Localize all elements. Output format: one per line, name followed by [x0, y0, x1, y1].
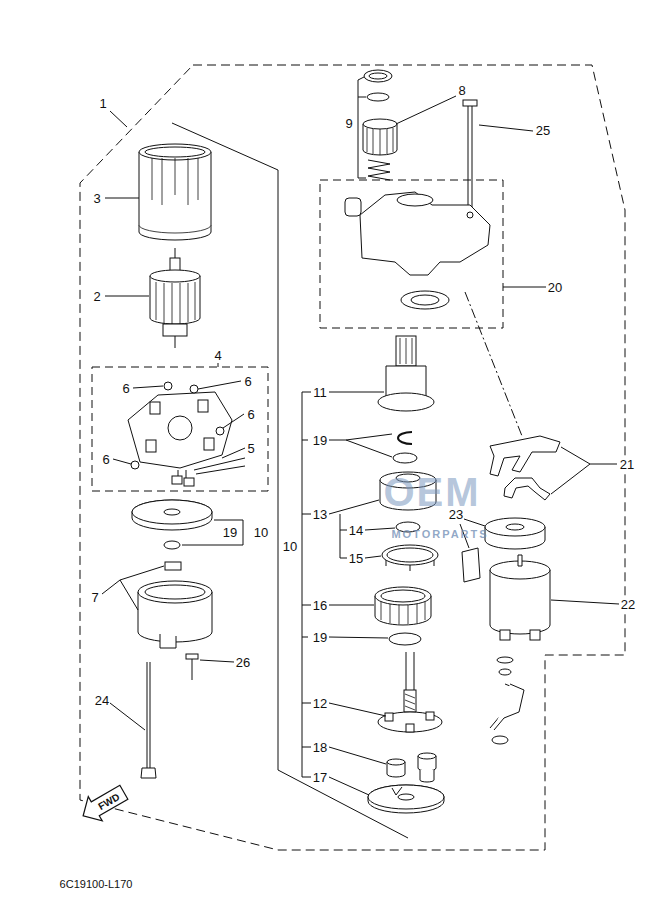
group-bracket [182, 520, 243, 545]
callout-number: 6 [102, 453, 109, 466]
washer [393, 453, 417, 463]
leader-line [329, 392, 384, 393]
callout-number: 10 [254, 526, 268, 539]
leader-line [329, 605, 374, 606]
washer [389, 633, 421, 645]
callout-number: 19 [313, 631, 327, 644]
callout-number: 17 [313, 771, 327, 784]
callout-number: 18 [313, 741, 327, 754]
callout-number: 6 [244, 375, 251, 388]
callout-number: 2 [93, 290, 100, 303]
terminal-lead [490, 657, 524, 744]
leader-line [218, 363, 219, 367]
watermark: OEM [383, 472, 480, 512]
bolt [186, 654, 198, 680]
planet-gears [387, 753, 436, 782]
callout-number: 11 [313, 386, 327, 399]
bolt [463, 100, 477, 210]
internal-gear [375, 587, 431, 625]
brush-holder [128, 382, 245, 486]
callout-number: 15 [349, 552, 363, 565]
end-cover [138, 562, 212, 648]
leader-line [113, 381, 245, 464]
armature [150, 248, 200, 348]
leader-line [396, 96, 456, 124]
callout-number: 24 [95, 694, 109, 707]
leader-line [365, 556, 381, 558]
pinion-parts [363, 70, 397, 180]
shift-lever [490, 436, 560, 500]
callout-number: 3 [93, 192, 100, 205]
callout-number: 4 [214, 349, 221, 362]
reference-line [465, 292, 522, 436]
leader-line [329, 747, 386, 764]
callout-number: 10 [283, 540, 297, 553]
front-housing [345, 192, 490, 309]
yoke [139, 144, 211, 240]
leader-line [329, 434, 392, 457]
callout-number: 22 [621, 598, 635, 611]
leader-line [102, 566, 164, 610]
e-clip [398, 432, 412, 444]
leader-line [105, 198, 139, 199]
leader-line [200, 660, 234, 662]
group-bracket [302, 392, 311, 777]
callout-number: 6 [122, 382, 129, 395]
planet-shaft [378, 652, 442, 732]
callout-number: 1 [99, 97, 106, 110]
group-bracket [358, 77, 366, 178]
solenoid [490, 555, 550, 640]
insulator-plate [132, 500, 212, 549]
watermark: MOTORPARTS [391, 529, 488, 540]
callout-number: 5 [247, 442, 254, 455]
direction-arrow: FWD [76, 780, 131, 828]
subassembly-box [320, 180, 503, 328]
clutch [378, 336, 434, 411]
callout-number: 13 [313, 508, 327, 521]
callout-number: 21 [620, 458, 634, 471]
callout-number: 26 [236, 656, 250, 669]
leader-line [503, 287, 546, 288]
leader-line [479, 125, 533, 131]
leader-line [551, 600, 619, 604]
assembly-boundary [80, 65, 625, 850]
cover-plate [368, 785, 444, 813]
callout-number: 7 [91, 591, 98, 604]
callout-number: 6 [247, 408, 254, 421]
leader-line [365, 528, 395, 530]
leader-line [329, 703, 386, 716]
callout-number: 16 [313, 599, 327, 612]
drawing-code: 6C19100-L170 [60, 879, 133, 890]
callout-number: 20 [548, 281, 562, 294]
group-bracket [340, 514, 347, 558]
gasket-ring [382, 545, 438, 571]
leader-line [105, 296, 149, 297]
group-bracket [551, 447, 617, 494]
callout-number: 8 [458, 84, 465, 97]
leader-line [110, 703, 145, 730]
callout-number: 19 [313, 434, 327, 447]
leader-line [329, 777, 369, 795]
callout-number: 25 [536, 124, 550, 137]
through-bolt [141, 662, 156, 778]
callout-number: 9 [345, 117, 352, 130]
leader-line [329, 637, 388, 638]
subassembly-box [92, 367, 268, 491]
leader-line [329, 500, 379, 514]
callout-number: 14 [349, 524, 363, 537]
callout-number: 19 [223, 526, 237, 539]
callout-number: 12 [313, 697, 327, 710]
leader-line [110, 111, 127, 127]
